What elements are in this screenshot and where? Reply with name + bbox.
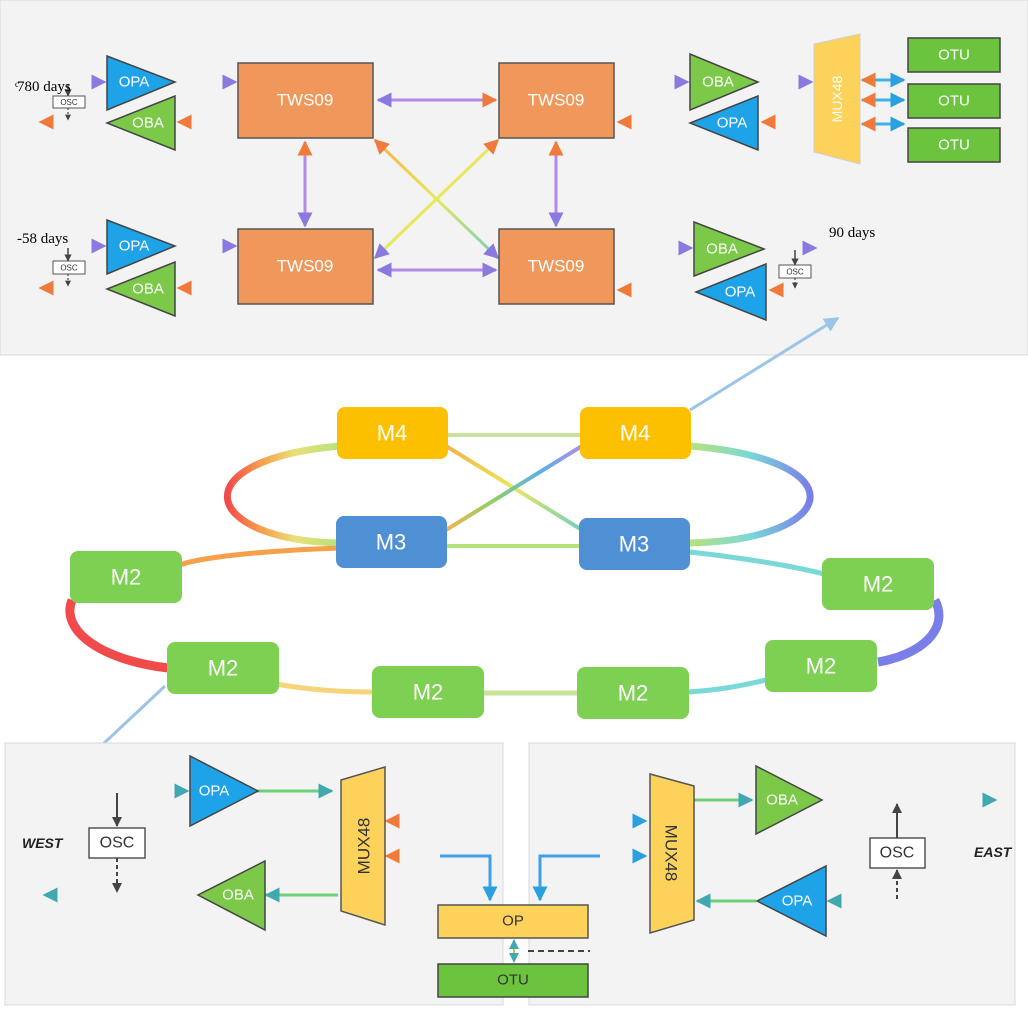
svg-text:OTU: OTU <box>497 972 529 989</box>
mux48-top: MUX48 <box>813 33 861 165</box>
osc-box-mid-left: OSC <box>52 248 86 287</box>
otu-box-top-3: OTU <box>907 127 1001 163</box>
svg-text:OSC: OSC <box>880 845 915 862</box>
svg-text:MUX48: MUX48 <box>355 818 374 875</box>
op-box: OP <box>437 904 589 939</box>
svg-text:OPA: OPA <box>725 284 756 301</box>
svg-text:OPA: OPA <box>782 893 813 910</box>
svg-text:OBA: OBA <box>132 281 164 298</box>
svg-text:OPA: OPA <box>119 74 150 91</box>
node-m4-left: M4 <box>337 407 448 459</box>
svg-text:M4: M4 <box>377 421 408 446</box>
otu-box-top-1: OTU <box>907 37 1001 73</box>
node-m3-right: M3 <box>579 518 690 570</box>
tws-box-top-right: TWS09 <box>498 62 615 139</box>
svg-text:OBA: OBA <box>222 887 254 904</box>
osc-box-top-left: OSC <box>52 84 86 121</box>
svg-text:MUX48: MUX48 <box>662 825 681 882</box>
svg-text:TWS09: TWS09 <box>277 91 334 110</box>
svg-text:OBA: OBA <box>702 74 734 91</box>
svg-text:M3: M3 <box>376 530 407 555</box>
svg-text:TWS09: TWS09 <box>277 257 334 276</box>
amp-oba-top-right: OBA <box>689 52 760 112</box>
svg-text:OBA: OBA <box>766 792 798 809</box>
svg-text:OPA: OPA <box>199 783 230 800</box>
amp-opa-mid-right: OPA <box>693 262 767 322</box>
ring-topology: M4 M4 M3 M3 M2 M2 M2 M2 <box>65 316 944 764</box>
amp-oba-east: OBA <box>755 764 824 836</box>
svg-text:M2: M2 <box>806 654 837 679</box>
west-label: WEST <box>22 835 64 851</box>
amp-opa-mid-left: OPA <box>106 218 178 276</box>
svg-text:OP: OP <box>502 913 524 930</box>
amp-oba-mid-left: OBA <box>104 260 176 318</box>
amp-oba-mid-right: OBA <box>693 220 767 278</box>
tws-box-bottom-right: TWS09 <box>498 228 615 305</box>
svg-text:OPA: OPA <box>119 238 150 255</box>
annotation-mid-left: -58 days <box>17 231 68 247</box>
annotation-top-left: ͨ780 days <box>15 79 71 95</box>
mux48-east: MUX48 <box>649 773 695 935</box>
svg-text:M2: M2 <box>413 680 444 705</box>
node-m2-bottom-center-right: M2 <box>577 667 689 719</box>
amp-opa-top-right: OPA <box>687 94 759 152</box>
node-m2-bottom-center-left: M2 <box>372 666 484 718</box>
svg-text:M2: M2 <box>208 656 239 681</box>
svg-text:M2: M2 <box>863 572 894 597</box>
svg-text:M4: M4 <box>620 421 651 446</box>
svg-text:TWS09: TWS09 <box>528 91 585 110</box>
svg-text:M3: M3 <box>619 532 650 557</box>
roadm-links <box>38 72 906 298</box>
roadm-node-panel: OSC OSC OSC OPA OBA OPA <box>0 0 1028 356</box>
node-m4-right: M4 <box>580 407 691 459</box>
mux48-west: MUX48 <box>340 765 386 927</box>
svg-text:MUX48: MUX48 <box>829 75 845 122</box>
svg-text:OBA: OBA <box>132 115 164 132</box>
annotation-right: 90 days <box>829 225 875 241</box>
node-m2-lower-left: M2 <box>167 642 279 694</box>
tws-box-bottom-left: TWS09 <box>237 228 374 305</box>
node-m2-upper-left: M2 <box>70 551 182 603</box>
amp-opa-top-left: OPA <box>106 54 178 112</box>
svg-text:M2: M2 <box>111 565 142 590</box>
oadm-node-panels: OSC OSC OPA OBA OBA OPA <box>4 742 1016 1006</box>
svg-text:M2: M2 <box>618 681 649 706</box>
amp-opa-west: OPA <box>189 754 260 828</box>
node-m2-lower-right: M2 <box>765 640 877 692</box>
svg-text:OSC: OSC <box>60 98 78 107</box>
otu-box-bottom: OTU <box>437 963 589 998</box>
otu-box-top-2: OTU <box>907 83 1001 119</box>
osc-box-right: OSC <box>778 250 812 289</box>
amp-oba-top-left: OBA <box>104 94 176 152</box>
node-m2-upper-right: M2 <box>822 558 934 610</box>
svg-text:OSC: OSC <box>786 268 804 277</box>
east-label: EAST <box>974 844 1013 860</box>
svg-text:OTU: OTU <box>938 93 970 110</box>
tws-box-top-left: TWS09 <box>237 62 374 139</box>
svg-text:OSC: OSC <box>60 264 78 273</box>
osc-box-east: OSC <box>869 803 926 899</box>
svg-text:OSC: OSC <box>100 835 135 852</box>
svg-text:OPA: OPA <box>717 115 748 132</box>
node-m3-left: M3 <box>336 516 447 568</box>
svg-text:TWS09: TWS09 <box>528 257 585 276</box>
amp-opa-east: OPA <box>755 864 827 938</box>
amp-oba-west: OBA <box>196 859 266 932</box>
osc-box-west: OSC <box>88 793 146 893</box>
svg-text:OTU: OTU <box>938 47 970 64</box>
svg-text:OTU: OTU <box>938 137 970 154</box>
svg-text:OBA: OBA <box>706 241 738 258</box>
